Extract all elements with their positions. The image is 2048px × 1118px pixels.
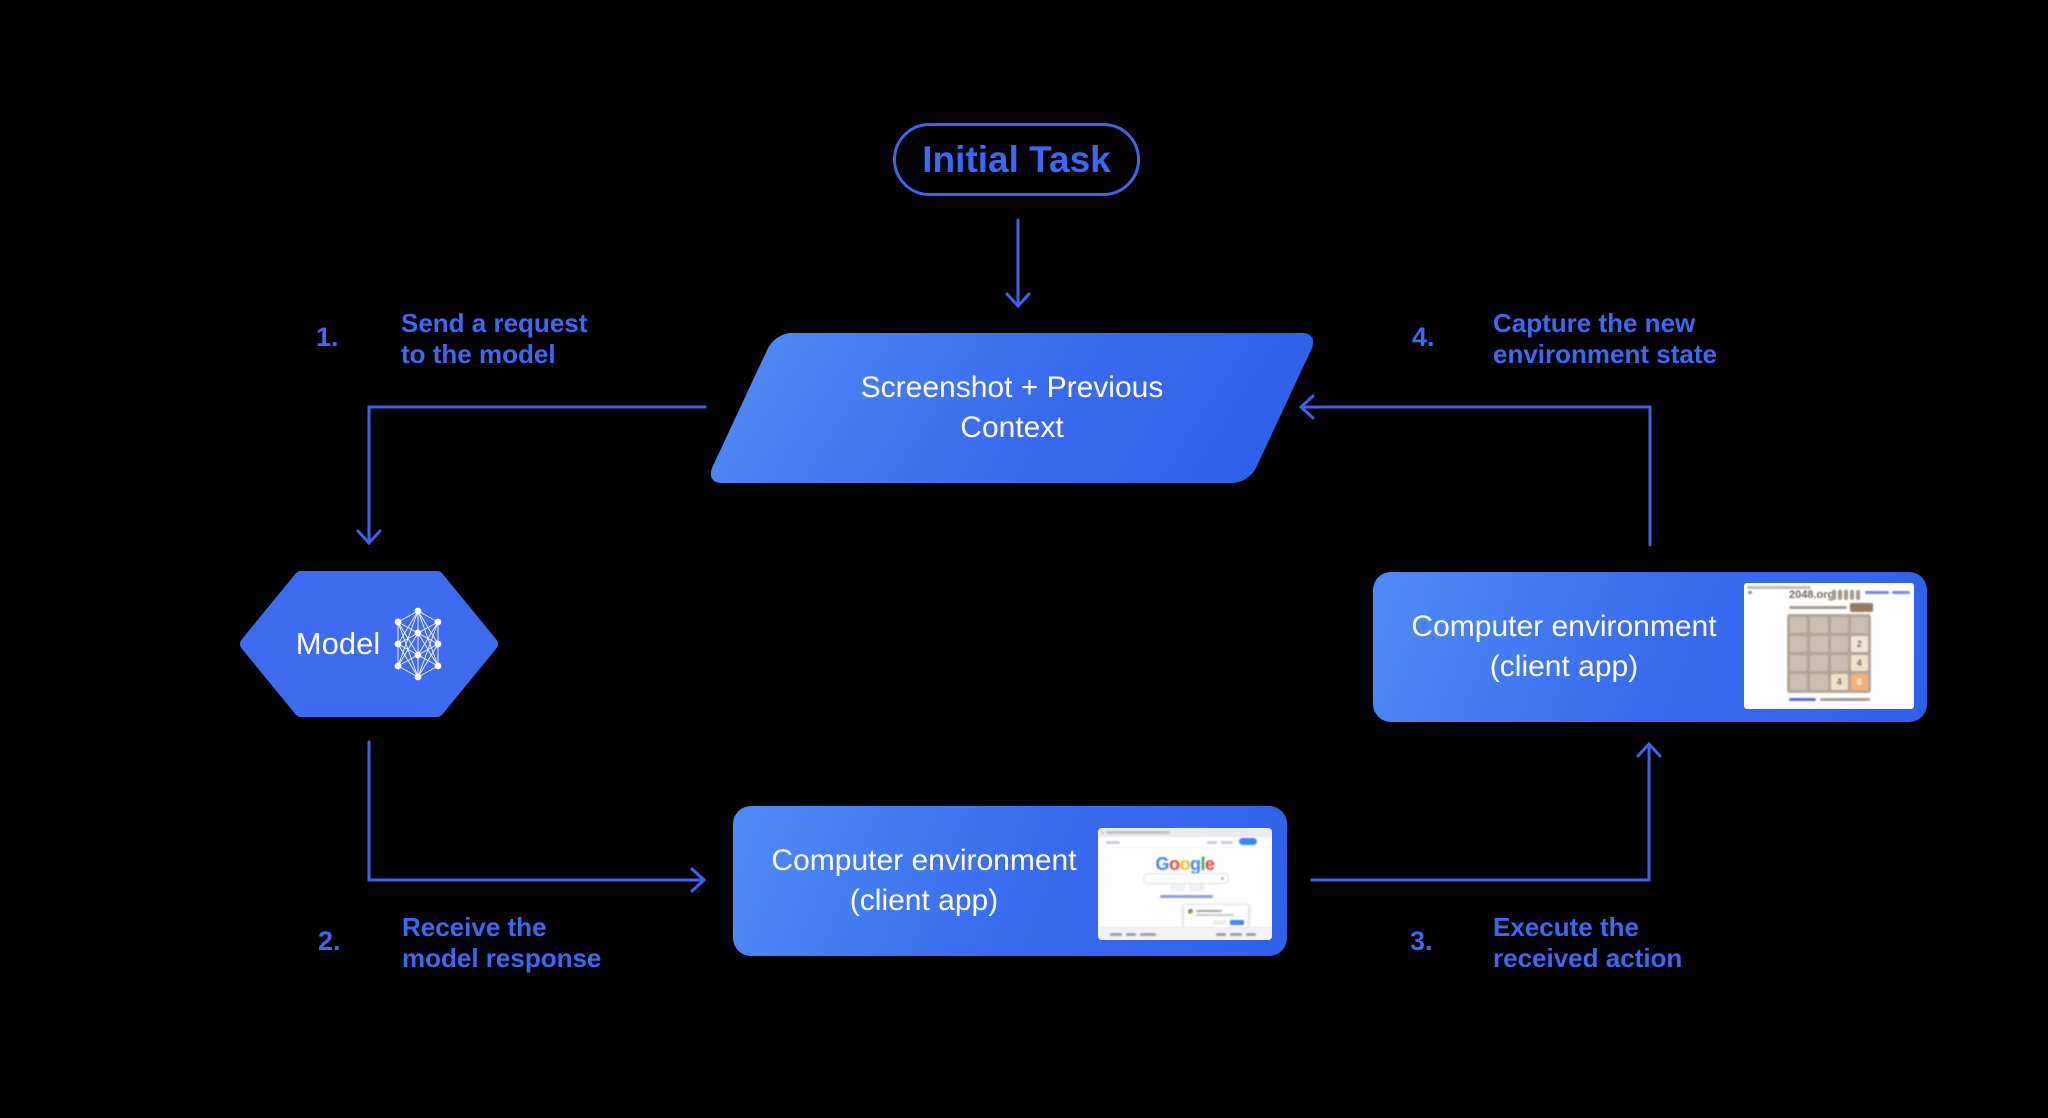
google-thumbnail-content: Google	[1098, 828, 1272, 940]
computer-env-right-label-wrap: Computer environment (client app)	[1373, 572, 1755, 722]
blur-bar	[1196, 910, 1222, 912]
game-2048-empty-cell	[1810, 636, 1828, 652]
computer-env-right-node: Computer environment (client app) 2048.o…	[1373, 572, 1927, 722]
sign-in-button	[1239, 838, 1257, 845]
screenshot-context-label-wrap: Screenshot + Previous Context	[740, 333, 1284, 483]
arrow-step2-model-to-environment	[367, 740, 707, 893]
google-logo-letter: G	[1155, 854, 1169, 874]
step-3-number: 3.	[1410, 926, 1433, 956]
game-2048-empty-cell	[1830, 636, 1848, 652]
browser-dialog	[1183, 904, 1249, 929]
game-2048-empty-cell	[1790, 655, 1808, 671]
step-1-label: Send a request to the model	[401, 308, 588, 369]
score-box	[1850, 590, 1854, 600]
game-2048-empty-cell	[1810, 655, 1828, 671]
browser-toolbar	[1098, 837, 1272, 848]
google-search-button	[1170, 884, 1185, 891]
google-search-bar	[1143, 873, 1229, 884]
feeling-lucky-button	[1189, 884, 1204, 891]
initial-task-label: Initial Task	[922, 138, 1111, 180]
blur-bar	[1216, 933, 1226, 936]
blur-bar	[1196, 914, 1234, 916]
game-2048-empty-cell	[1810, 674, 1828, 690]
page-footer	[1098, 927, 1272, 940]
game-2048-tile: 4	[1850, 655, 1868, 671]
blur-bar	[1207, 841, 1217, 844]
blur-bar	[1106, 841, 1120, 844]
google-homepage-thumbnail: Google	[1098, 828, 1272, 940]
language-links	[1160, 895, 1213, 898]
arrow-step3-environment-to-environment	[1310, 741, 1662, 882]
game-2048-empty-cell	[1790, 636, 1808, 652]
game-2048-empty-cell	[1790, 617, 1808, 633]
game-2048-empty-cell	[1810, 617, 1828, 633]
model-label: Model	[295, 626, 381, 661]
dialog-primary-button	[1230, 920, 1244, 925]
google-g-icon	[1188, 909, 1193, 914]
blur-bar	[1789, 606, 1847, 609]
step-2-label: Receive the model response	[402, 912, 602, 973]
game-2048-title: 2048.org	[1789, 589, 1835, 601]
blur-bar	[1110, 933, 1122, 936]
google-logo-letter: o	[1168, 854, 1180, 874]
score-box	[1832, 590, 1836, 600]
blur-bar	[1140, 933, 1156, 936]
google-logo-letter: g	[1189, 854, 1201, 874]
step-1-number: 1.	[316, 322, 339, 352]
game-2048-tile: 4	[1830, 674, 1848, 690]
link-text	[1892, 591, 1910, 594]
blur-bar	[1246, 933, 1256, 936]
model-node: Model	[240, 571, 498, 717]
google-logo: Google	[1098, 854, 1272, 875]
google-logo-letter: o	[1179, 854, 1190, 874]
game-2048-empty-cell	[1850, 617, 1868, 633]
blur-bar	[1230, 933, 1242, 936]
computer-env-bottom-label: Computer environment (client app)	[771, 844, 1077, 917]
initial-task-node: Initial Task	[893, 123, 1140, 196]
game-2048-tile: 8	[1850, 674, 1868, 690]
link-text	[1789, 698, 1816, 701]
arrow-step1-context-to-model	[356, 405, 707, 546]
step-3-label: Execute the received action	[1493, 912, 1683, 973]
screenshot-context-label: Screenshot + Previous Context	[860, 371, 1164, 444]
neural-network-icon	[394, 607, 442, 681]
mic-icon	[1221, 877, 1224, 880]
computer-env-right-label: Computer environment (client app)	[1411, 610, 1717, 683]
blur-bar	[1126, 933, 1136, 936]
browser-chrome-bar	[1098, 828, 1272, 837]
score-box	[1838, 590, 1842, 600]
arrow-step4-environment-to-context	[1298, 394, 1652, 547]
computer-env-bottom-label-wrap: Computer environment (client app)	[733, 806, 1115, 956]
dialog-secondary-button	[1213, 920, 1226, 925]
computer-env-bottom-node: Computer environment (client app) Google	[733, 806, 1287, 956]
step-4-label: Capture the new environment state	[1493, 308, 1717, 369]
arrow-initial-task-to-context	[1005, 218, 1031, 309]
game-2048-empty-cell	[1830, 655, 1848, 671]
game-2048-tile: 2	[1850, 636, 1868, 652]
game-2048-empty-cell	[1830, 617, 1848, 633]
link-text	[1865, 591, 1889, 594]
step-4-number: 4.	[1412, 322, 1435, 352]
game-2048-empty-cell	[1790, 674, 1808, 690]
blur-bar	[1820, 698, 1870, 701]
browser-tab-bar	[1106, 831, 1170, 834]
score-box	[1856, 590, 1860, 600]
step-2-number: 2.	[318, 926, 341, 956]
blur-bar	[1221, 841, 1233, 844]
new-game-button	[1850, 603, 1873, 612]
google-logo-letter: e	[1205, 854, 1215, 874]
score-box	[1844, 590, 1848, 600]
browser-tab-bar	[1747, 586, 1811, 589]
window-control-dot	[1101, 831, 1104, 834]
blur-bar	[1748, 591, 1752, 594]
model-node-shape	[240, 571, 498, 717]
google-logo-letter: l	[1200, 854, 1205, 874]
